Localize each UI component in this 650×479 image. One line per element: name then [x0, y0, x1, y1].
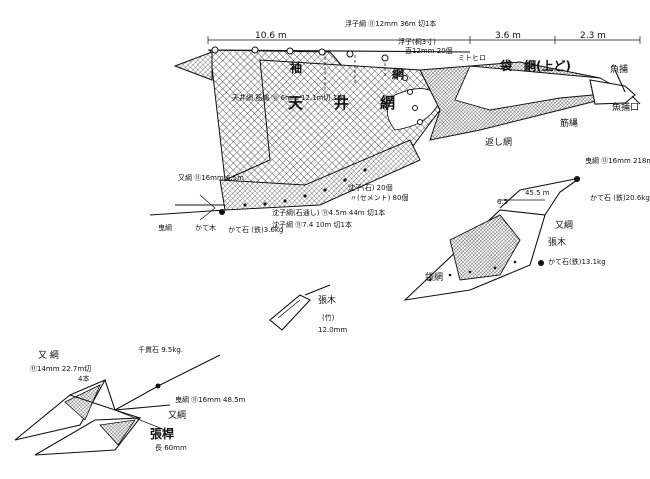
matatsuna-bottom-label: 又 綱 [38, 349, 59, 361]
dim-mid-label: 3.6 m [495, 31, 521, 41]
matatsuna-bottom-spec-label: ⑪14mm 22.7m切 [30, 365, 91, 373]
hikitsuna-right-label: 曳綱 ⑪16mm 218m 切1本 [585, 156, 650, 165]
mitohiro-label: ミトヒロ [458, 54, 486, 62]
uotsuki2-label: 魚捕口 [612, 101, 639, 113]
cod-end [589, 79, 636, 105]
hikitsuna-bottom-label: 曳綱 ⑪16mm 48.5m [175, 395, 246, 404]
matatsuna-bottom-qty-label: 4本 [78, 374, 89, 383]
leg-rope-left-label: 曳綱 [158, 223, 172, 232]
katei-right2-label: かて石 (鉄)20.6kg [590, 193, 650, 202]
matatsuna-right-label: 又綱 [555, 219, 573, 231]
harigi-bottom-label: 張桿 [150, 426, 174, 441]
matatsuna-bottom2-label: 又綱 [168, 409, 186, 421]
kateho-label: かて木 [195, 223, 216, 232]
sinkers [243, 168, 367, 207]
float-spec2-label: 直12mm 20個 [405, 46, 453, 55]
sinker-rope2-label: 沈子綱 ⑪7.4 10m 切1本 [272, 220, 352, 229]
bottom-net [14, 354, 221, 456]
float-spec-label: 浮子(桐3寸) [398, 37, 436, 46]
harigi-bottom2-label: 長 60mm [155, 444, 187, 452]
matatsuna-top-label: 又綱 ⑪16mm 6.5m [178, 173, 244, 182]
sode-label: 袖 [290, 60, 302, 75]
ami-label: 網 [392, 66, 404, 81]
kaeshi-label: 返し網 [485, 136, 512, 148]
harigi-right-label: 張木 [548, 236, 566, 248]
sinker-stones-label: 沈子(石) 20個 [348, 183, 393, 192]
labels: 10.6 m 3.6 m 2.3 m 浮子綱 ⑪12mm 36m 切1本 浮子(… [30, 19, 650, 452]
dim-45-label: 45.5 m [525, 189, 550, 197]
side-rope-label: 天井網 筋縄 ⑪ 6mm 12.1m切 1本 [232, 93, 344, 102]
bag-net-top [454, 65, 627, 111]
katei-left-label: かて石 (鉄)3.6kg [228, 225, 283, 234]
boat-harigi3-label: 12.0mm [318, 326, 347, 334]
fukuro-label: 袋 網(上ど) [499, 58, 571, 73]
sujinawa-label: 筋縄 [560, 117, 578, 129]
boat-harigi-label: 張木 [318, 294, 336, 306]
dim-left-label: 10.6 m [255, 31, 287, 41]
boat [269, 284, 331, 331]
floats [211, 46, 423, 125]
sinker-rope-label: 沈子綱(石通し) ⑪4.5m 44m 切1本 [272, 208, 385, 217]
sinker-stones2-label: 〃(セメント) 80個 [350, 193, 408, 202]
uotsuki-label: 魚捕 [610, 63, 628, 75]
left-wing-tip [173, 51, 213, 81]
katei-right-label: かて石(鉄)13.1kg [548, 257, 606, 266]
dim-right-label: 2.3 m [580, 31, 606, 41]
tenjo-label: 天 井 網 [288, 94, 403, 112]
right-small-net [403, 176, 581, 301]
dim-65-label: 6.5 [497, 198, 508, 206]
float-rope-label: 浮子綱 ⑪12mm 36m 切1本 [345, 19, 436, 28]
chigori-label: 千貫石 9.5kg. [138, 345, 183, 354]
main-net [149, 36, 641, 221]
boat-harigi2-label: (竹) [322, 313, 335, 322]
fukuro-small-label: 袋網 [425, 271, 443, 283]
